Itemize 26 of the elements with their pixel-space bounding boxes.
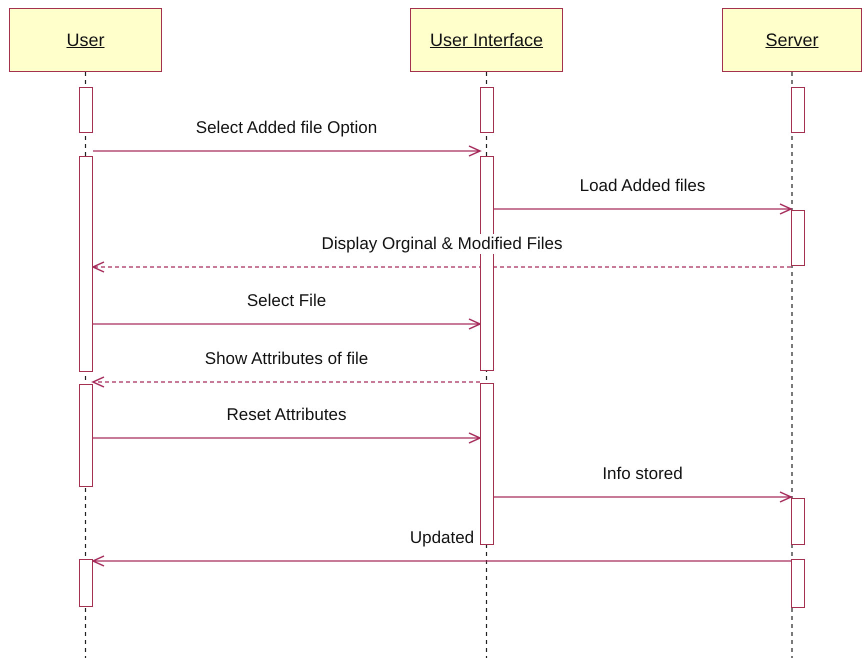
lifeline-head-box xyxy=(410,8,563,72)
activation-bar xyxy=(79,559,93,607)
activation-bar xyxy=(79,384,93,487)
message-arrow xyxy=(93,318,481,330)
message-label: Display Orginal & Modified Files xyxy=(320,234,564,254)
activation-bar xyxy=(791,559,805,608)
lifeline-name: User Interface xyxy=(430,30,544,50)
lifeline-head-box xyxy=(9,8,162,72)
activation-bar xyxy=(791,210,805,266)
lifeline-name: User xyxy=(66,30,104,50)
return-message-arrow xyxy=(92,261,791,273)
activation-bar xyxy=(79,87,93,133)
message-arrow xyxy=(93,432,481,444)
activation-bar xyxy=(79,156,93,372)
activation-bar xyxy=(791,498,805,545)
message-arrow xyxy=(494,203,792,215)
activation-bar xyxy=(791,87,805,133)
activation-bar xyxy=(480,383,494,545)
message-arrow xyxy=(494,491,792,503)
lifeline-name: Server xyxy=(765,30,818,50)
message-arrow xyxy=(92,555,791,567)
return-message-arrow xyxy=(92,376,480,388)
lifeline-head-box xyxy=(722,8,862,72)
activation-bar xyxy=(480,87,494,133)
message-label: Select Added file Option xyxy=(194,118,380,138)
message-arrow xyxy=(93,145,481,157)
